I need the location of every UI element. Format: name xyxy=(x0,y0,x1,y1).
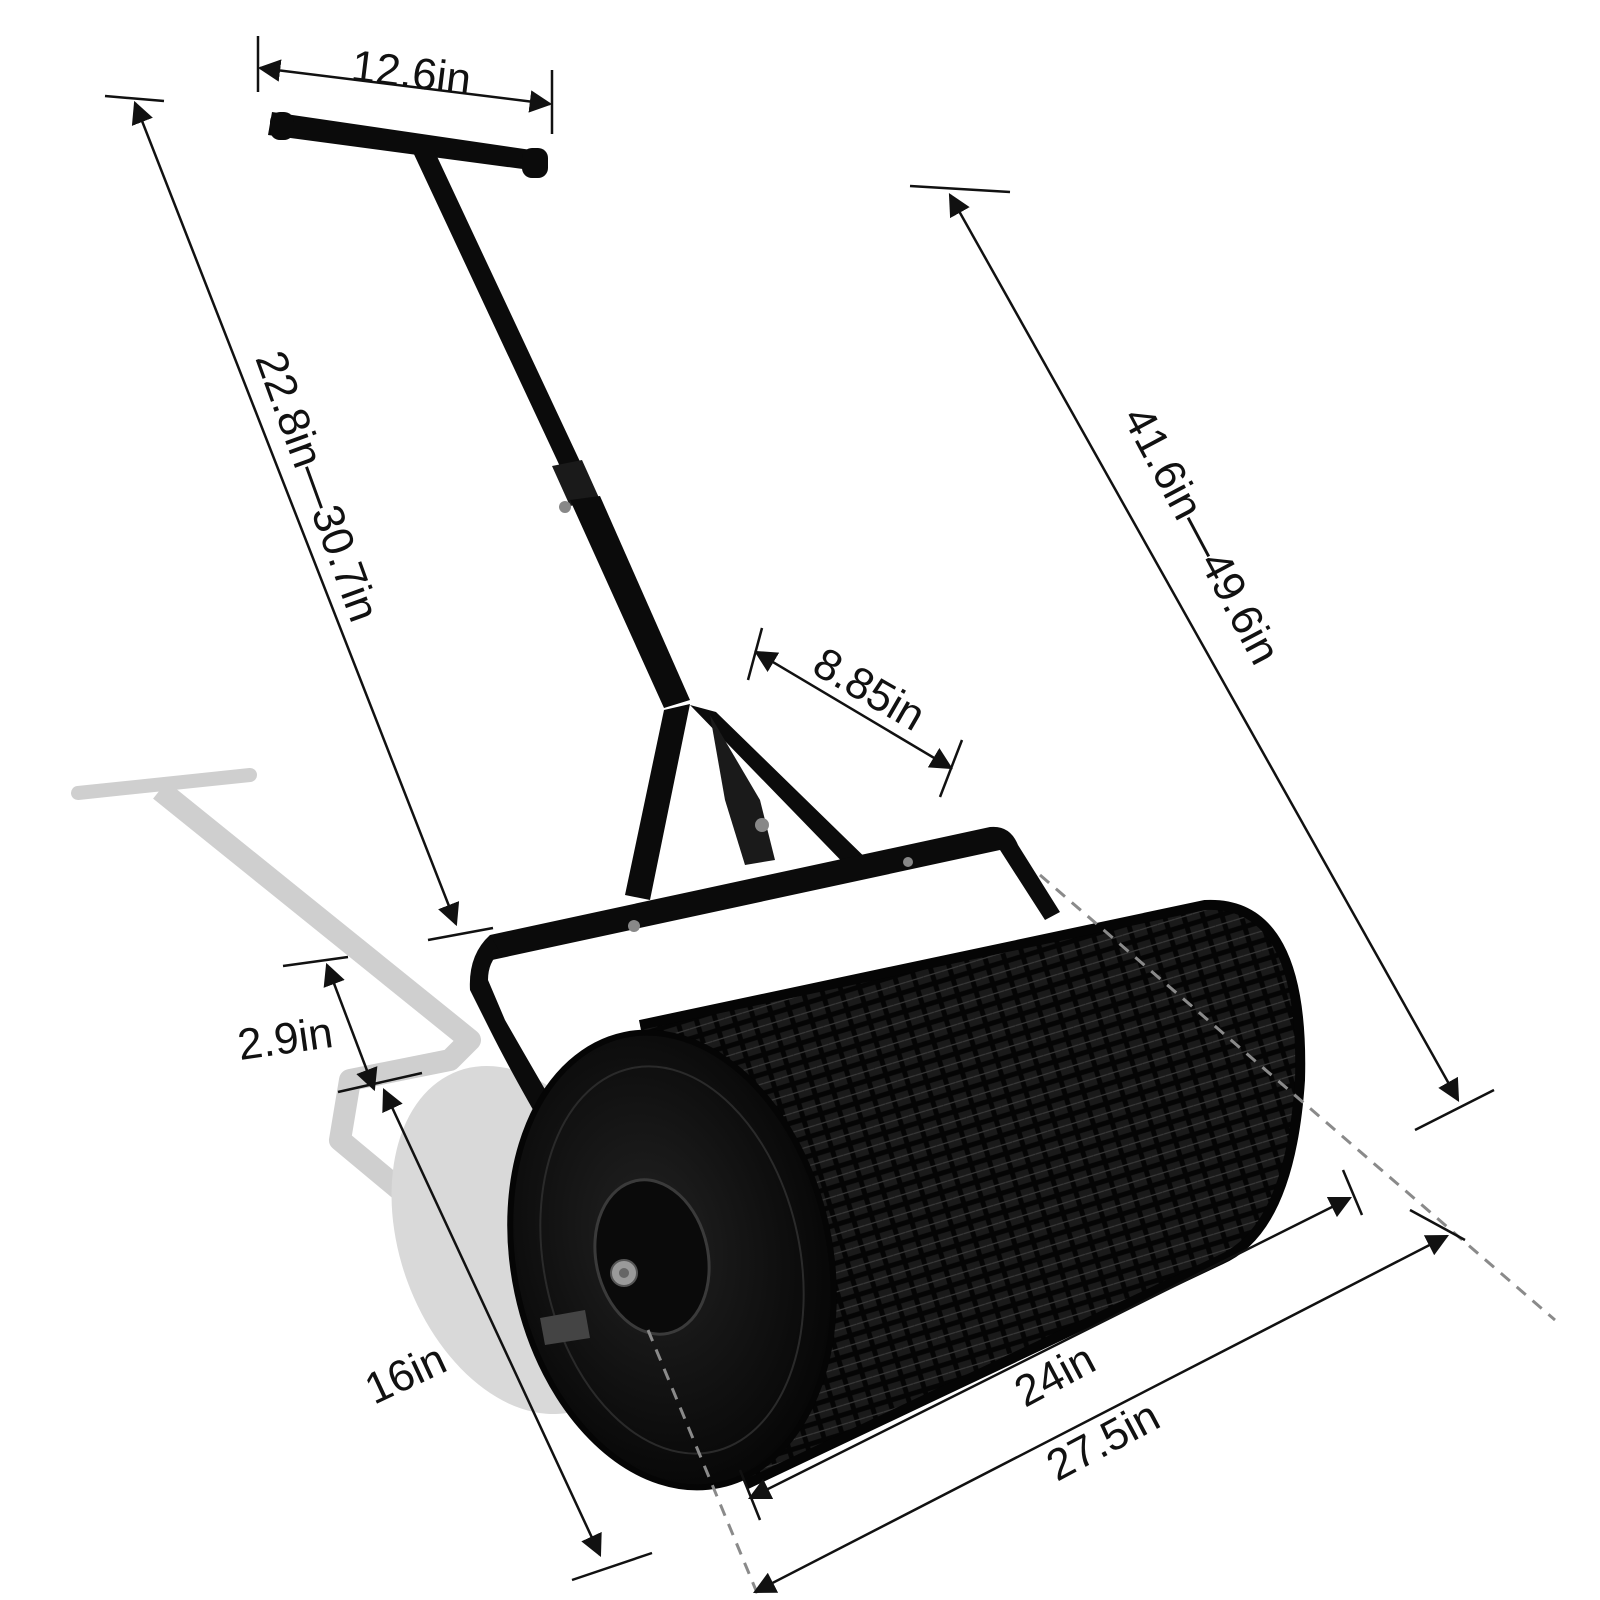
drum-diameter-label: 16in xyxy=(358,1334,454,1414)
pole-length-label: 22.8in—30.7in xyxy=(246,345,389,628)
overall-length-line xyxy=(948,193,1460,1102)
yoke-width-label: 8.85in xyxy=(805,638,933,740)
drum-offset-line xyxy=(323,962,378,1092)
pole-length-line xyxy=(131,100,460,927)
drum-offset-label: 2.9in xyxy=(235,1008,336,1070)
handle-width-label: 12.6in xyxy=(349,41,474,104)
overall-width-line xyxy=(752,1234,1450,1594)
handle-width-line xyxy=(257,59,553,113)
yoke-width-line xyxy=(754,650,953,770)
dimension-lines xyxy=(104,36,1495,1594)
drum-diameter-line xyxy=(382,1087,602,1558)
overall-width-label: 27.5in xyxy=(1039,1391,1168,1491)
overall-length-label: 41.6in—49.6in xyxy=(1113,399,1289,673)
